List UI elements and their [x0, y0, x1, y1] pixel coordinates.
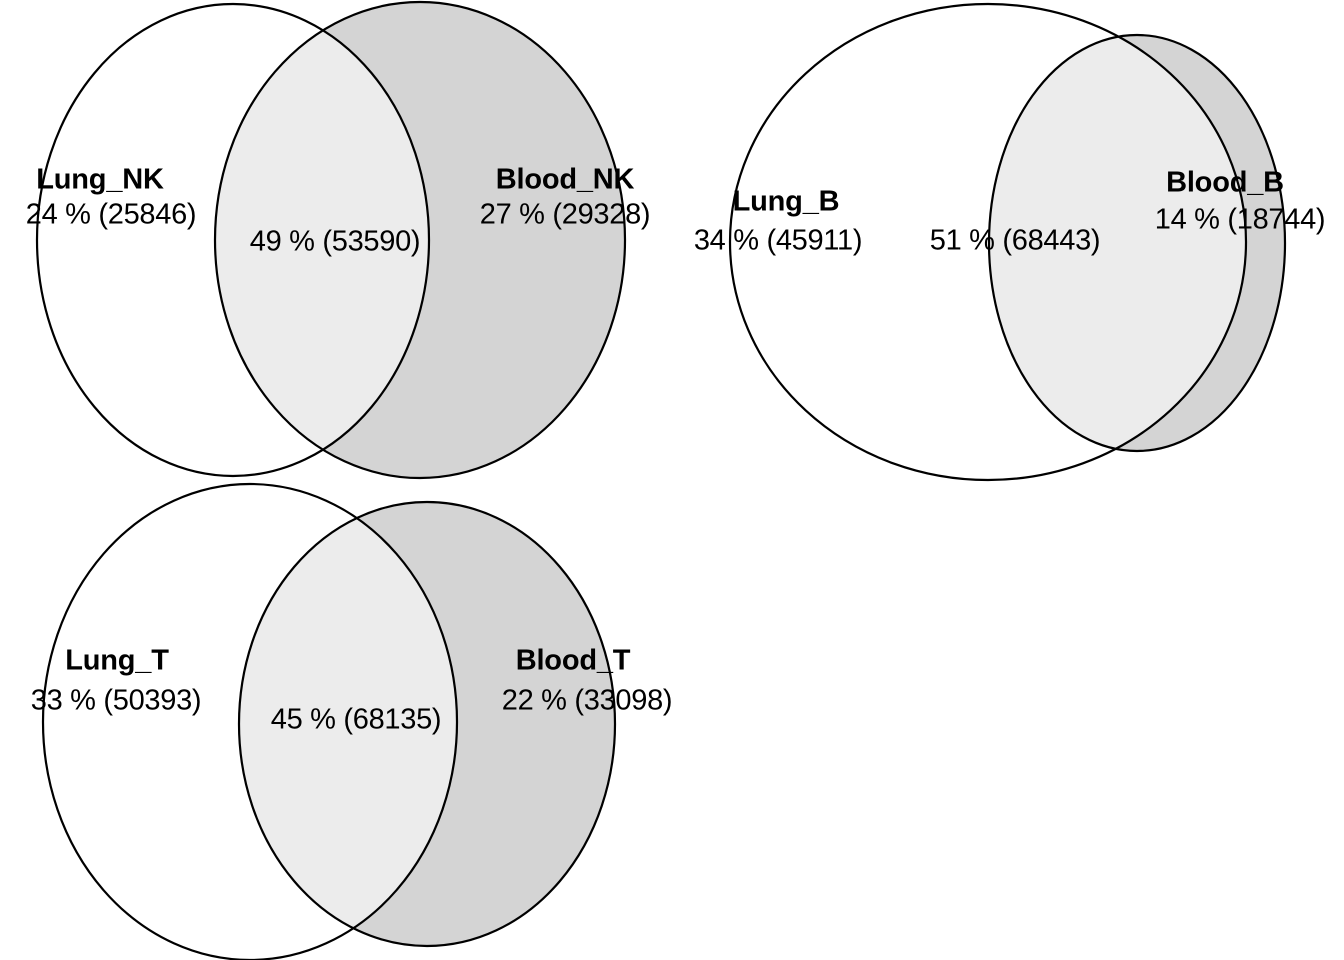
venn-shapes-t [41, 482, 617, 960]
venn-shapes-b [728, 2, 1287, 482]
venn-intersection-nk [215, 4, 429, 476]
venn-panel-t: Lung_T 33 % (50393) 45 % (68135) Blood_T… [0, 480, 673, 960]
venn-right-set-label-b: Blood_B [1166, 166, 1284, 199]
venn-left-count-nk: 24 % (25846) [25, 198, 197, 231]
venn-right-outline-t [237, 500, 617, 948]
venn-right-outline-nk [213, 0, 627, 480]
venn-right-count-b: 14 % (18744) [1154, 203, 1326, 236]
venn-right-outline-b [987, 33, 1287, 453]
venn-intersection-count-b: 51 % (68443) [929, 224, 1101, 257]
venn-right-count-t: 22 % (33098) [501, 684, 673, 717]
venn-left-outline-t [41, 482, 459, 960]
venn-panel-b: Lung_B 34 % (45911) 51 % (68443) Blood_B… [672, 0, 1344, 482]
venn-intersection-count-t: 45 % (68135) [270, 703, 442, 736]
venn-intersection-b [989, 35, 1246, 451]
venn-left-set-label-nk: Lung_NK [36, 163, 164, 196]
venn-left-outline-nk [35, 2, 431, 478]
venn-left-outline-b [728, 2, 1248, 482]
venn-panel-nk: Lung_NK 24 % (25846) 49 % (53590) Blood_… [0, 0, 672, 480]
venn-left-set-label-b: Lung_B [732, 185, 840, 218]
venn-right-set-label-nk: Blood_NK [495, 163, 635, 196]
venn-shapes-nk [35, 0, 627, 480]
venn-left-set-label-t: Lung_T [65, 644, 169, 677]
venn-intersection-count-nk: 49 % (53590) [249, 225, 421, 258]
venn-left-count-b: 34 % (45911) [693, 224, 863, 257]
venn-right-count-nk: 27 % (29328) [479, 198, 651, 231]
venn-left-count-t: 33 % (50393) [30, 684, 202, 717]
venn-right-set-label-t: Blood_T [515, 644, 631, 677]
venn-intersection-t [239, 502, 457, 946]
